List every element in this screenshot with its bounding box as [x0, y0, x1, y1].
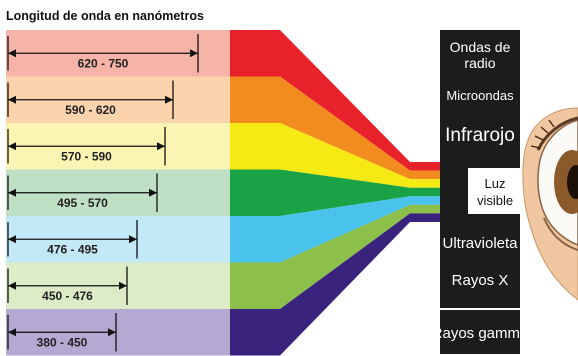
wavelength-bands: 620 - 750 590 - 620 570 - 590 495 - 570 476 …	[6, 30, 232, 356]
band-range-label-0: 620 - 750	[78, 56, 129, 70]
eye-icon	[522, 107, 578, 301]
light-stream-6	[230, 213, 470, 356]
infrarojo-label: Infrarojo	[445, 125, 515, 146]
rayos-x-label: Rayos X	[452, 272, 509, 289]
page-title: Longitud de onda en nanómetros	[6, 9, 204, 23]
band-range-label-6: 380 - 450	[37, 335, 88, 349]
light-stream-0	[230, 30, 470, 171]
spectrum-panel-lower	[440, 310, 520, 354]
microondas-label: Microondas	[446, 88, 514, 103]
visible-label-line1: Luz	[485, 176, 506, 191]
visible-window	[468, 168, 524, 214]
band-range-label-4: 476 - 495	[47, 242, 98, 256]
light-streams	[230, 30, 470, 356]
rayos-gamma-label: Rayos gamma	[432, 325, 529, 342]
light-stream-4	[230, 196, 470, 263]
light-stream-3	[230, 169, 470, 216]
light-stream-1	[230, 76, 470, 180]
light-stream-5	[230, 204, 470, 309]
radio-label-line2: radio	[464, 55, 495, 71]
ultravioleta-label: Ultravioleta	[442, 235, 518, 252]
visible-label-line2: visible	[477, 193, 513, 208]
band-range-label-3: 495 - 570	[57, 196, 108, 210]
band-range-label-1: 590 - 620	[65, 103, 116, 117]
light-stream-2	[230, 123, 470, 188]
radio-label-line1: Ondas de	[450, 39, 511, 55]
band-range-label-5: 450 - 476	[42, 289, 93, 303]
band-range-label-2: 570 - 590	[61, 149, 112, 163]
